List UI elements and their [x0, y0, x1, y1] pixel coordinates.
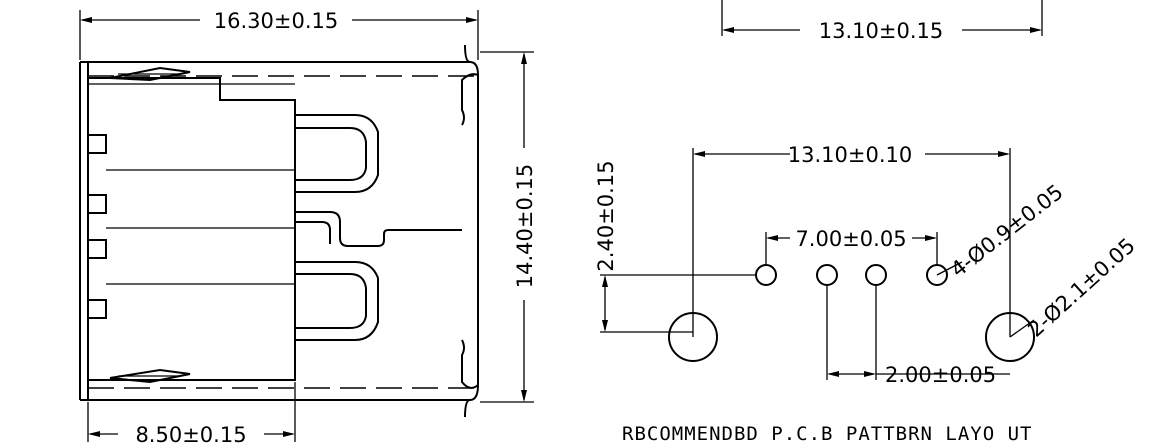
- small-hole-1: [755, 264, 777, 286]
- dimension-small-hole-span: 7.00±0.05: [765, 227, 938, 265]
- inner-hole-spacing-label: 2.00±0.05: [885, 363, 996, 387]
- large-hole-spacing-label: 13.10±0.10: [788, 143, 912, 167]
- connector-side-view: [79, 44, 479, 418]
- dimension-large-hole-spacing: 13.10±0.10: [692, 143, 1011, 337]
- dimension-vertical-offset: 2.40±0.15: [594, 160, 756, 333]
- width-label: 16.30±0.15: [214, 9, 338, 33]
- large-hole-callout: 2-Ø2.1±0.05: [1009, 233, 1140, 342]
- pcb-caption: RBCOMMENDBD P.C.B PATTBRN LAYO UT: [622, 423, 1033, 445]
- dimension-top-width: 13.10±0.15: [721, 0, 1043, 43]
- vertical-offset-label: 2.40±0.15: [594, 160, 618, 271]
- dimension-offset: 8.50±0.15: [87, 382, 296, 446]
- small-hole-3: [865, 264, 887, 286]
- small-hole-2: [816, 264, 838, 286]
- top-width-label: 13.10±0.15: [819, 19, 943, 43]
- dimension-inner-hole-spacing: 2.00±0.05: [826, 285, 1010, 387]
- pcb-holes: [668, 264, 1035, 362]
- small-hole-span-label: 7.00±0.05: [795, 227, 906, 251]
- small-hole-callout: 4-Ø0.9±0.05: [936, 180, 1068, 282]
- height-label: 14.40±0.15: [513, 164, 537, 288]
- dimension-width: 16.30±0.15: [79, 9, 479, 60]
- offset-label: 8.50±0.15: [135, 423, 246, 446]
- dimension-height: 14.40±0.15: [480, 51, 537, 403]
- small-hole-callout-label: 4-Ø0.9±0.05: [946, 180, 1067, 282]
- large-hole-callout-label: 2-Ø2.1±0.05: [1023, 233, 1140, 341]
